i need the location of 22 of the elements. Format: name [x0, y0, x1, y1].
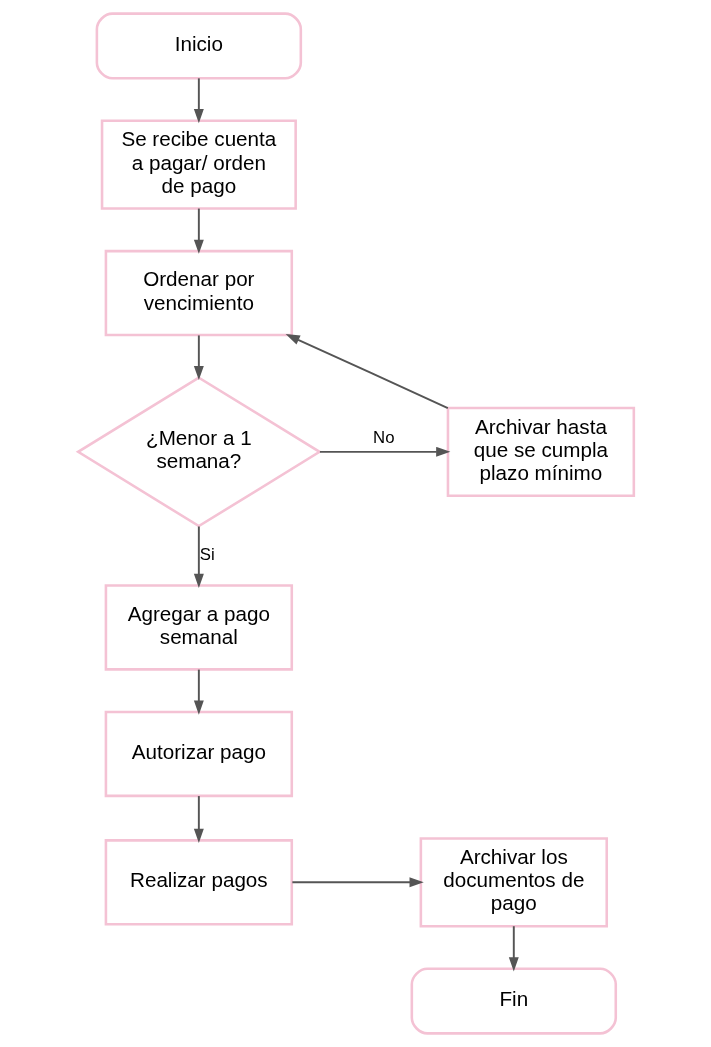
- arrow: [318, 446, 450, 457]
- arrow: [193, 525, 204, 589]
- arrow: [193, 207, 204, 254]
- arrow: [508, 925, 519, 972]
- node-box: Ordenar por vencimiento: [104, 249, 293, 337]
- node-diamond: ¿Menor a 1 semana?: [75, 376, 322, 528]
- arrow: [193, 77, 204, 124]
- edge-label: Si: [199, 545, 215, 565]
- node-box: Fin: [410, 967, 617, 1035]
- node-box: Se recibe cuenta a pagar/ orden de pago: [100, 119, 297, 210]
- node-box: Autorizar pago: [104, 710, 293, 798]
- node-box: Archivar hasta que se cumpla plazo mínimo: [446, 406, 635, 498]
- node-box: Inicio: [95, 12, 302, 80]
- node-box: Realizar pagos: [104, 839, 293, 926]
- arrow: [193, 334, 204, 381]
- arrow: [285, 334, 449, 410]
- node-box: Agregar a pago semanal: [104, 584, 293, 671]
- arrow: [193, 668, 204, 715]
- edge-label: No: [372, 428, 394, 448]
- node-box: Archivar los documentos de pago: [419, 837, 608, 928]
- arrow: [193, 795, 204, 843]
- arrow: [290, 877, 424, 888]
